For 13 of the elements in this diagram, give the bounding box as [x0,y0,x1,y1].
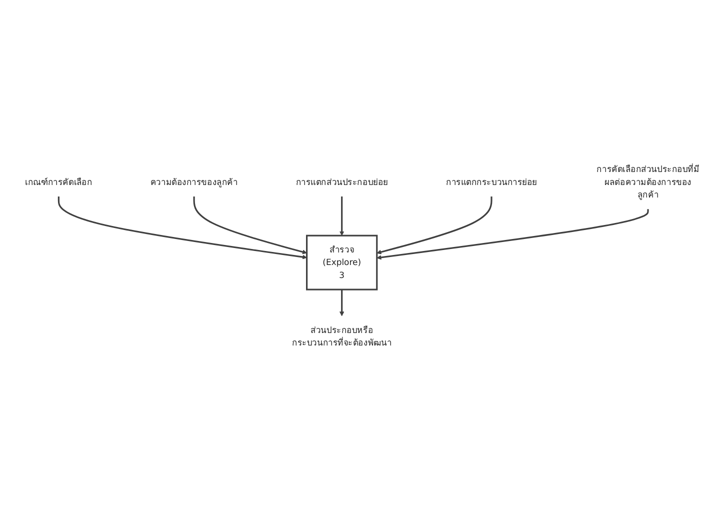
node-text: การคัดเลือกส่วนประกอบที่มีผลต่อความต้องการของลูกค้า [596,164,700,200]
arrow [340,196,344,236]
node-text: ความต้องการของลูกค้า [150,177,238,188]
arrow [193,196,308,254]
node-text: ส่วนประกอบหรือกระบวนการที่จะต้องพัฒนา [292,325,392,348]
node-text: การแตกส่วนประกอบย่อย [296,177,388,188]
node-text: การแตกกระบวนการย่อย [446,177,537,188]
node-box: สำรวจ (Explore) 3 [306,235,378,291]
arrow [376,196,492,255]
arrow [58,196,308,260]
arrow [376,209,649,260]
arrow [340,290,344,316]
node-text: เกณฑ์การคัดเลือก [25,177,92,188]
